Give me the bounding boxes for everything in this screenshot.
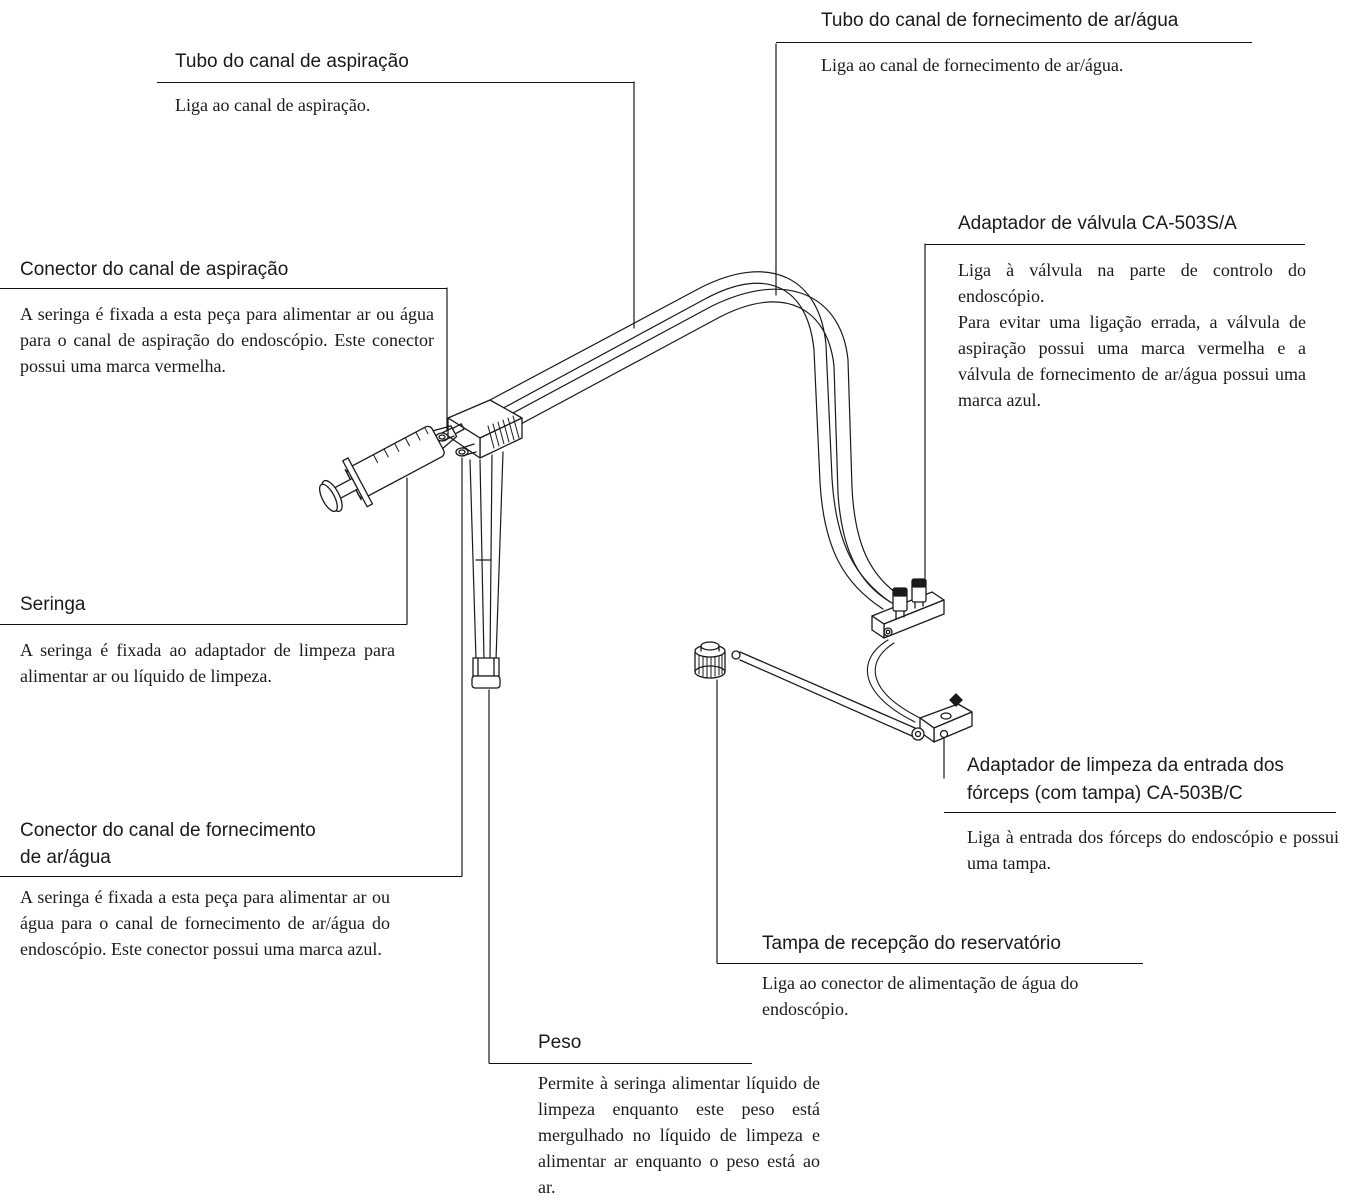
main-tube [489,271,901,610]
suction-connector-title: Conector do canal de aspiração [20,259,289,280]
syringe-rule [0,624,407,625]
suction-connector-desc: A seringa é fixada a esta peça para alim… [20,304,434,376]
forceps-adapter-desc: Liga à entrada dos fórceps do endoscópio… [967,827,1339,873]
valve-adapter [871,578,945,639]
airwater-connector-desc: A seringa é fixada a esta peça para alim… [20,887,390,959]
weight-title: Peso [538,1032,582,1053]
forceps-adapter-rule [944,812,1336,813]
forceps-adapter-title-2: fórceps (com tampa) CA-503B/C [967,783,1243,804]
forceps-adapter-title-1: Adaptador de limpeza da entrada dos [967,755,1284,776]
forceps-tube [866,639,921,723]
airwater-connector-title-1: Conector do canal de fornecimento [20,820,316,841]
reservoir-cap-rule [717,963,1143,964]
syringe-title: Seringa [20,594,86,615]
suction-tube-rule [157,82,634,83]
suction-connector [435,399,523,459]
suction-tube-title: Tubo do canal de aspiração [175,51,409,72]
leader-lines [406,43,945,1064]
valve-adapter-title: Adaptador de válvula CA-503S/A [958,213,1237,234]
weight-tube [469,451,504,661]
airwater-tube-desc: Liga ao canal de fornecimento de ar/água… [821,55,1124,75]
weight-desc: Permite à seringa alimentar líquido de l… [538,1073,820,1197]
weight [471,657,501,689]
airwater-connector-title-2: de ar/água [20,847,111,868]
airwater-tube-title: Tubo do canal de fornecimento de ar/água [821,10,1179,31]
valve-adapter-desc: Liga à válvula na parte de controlo do e… [958,260,1306,410]
suction-tube-desc: Liga ao canal de aspiração. [175,95,371,115]
airwater-tube-rule [776,42,1252,43]
syringe-desc: A seringa é fixada ao adaptador de limpe… [20,640,395,686]
valve-adapter-rule [925,244,1305,245]
reservoir-cap-desc: Liga ao conector de alimentação de água … [762,973,1079,1019]
forceps-adapter [911,693,973,743]
cleaning-adapter-illustration [318,43,973,1064]
reservoir-cap [694,641,916,737]
airwater-connector-rule [0,876,462,877]
reservoir-cap-title: Tampa de recepção do reservatório [762,933,1061,954]
suction-connector-rule [0,288,447,289]
syringe [318,423,465,513]
weight-rule [489,1063,752,1064]
